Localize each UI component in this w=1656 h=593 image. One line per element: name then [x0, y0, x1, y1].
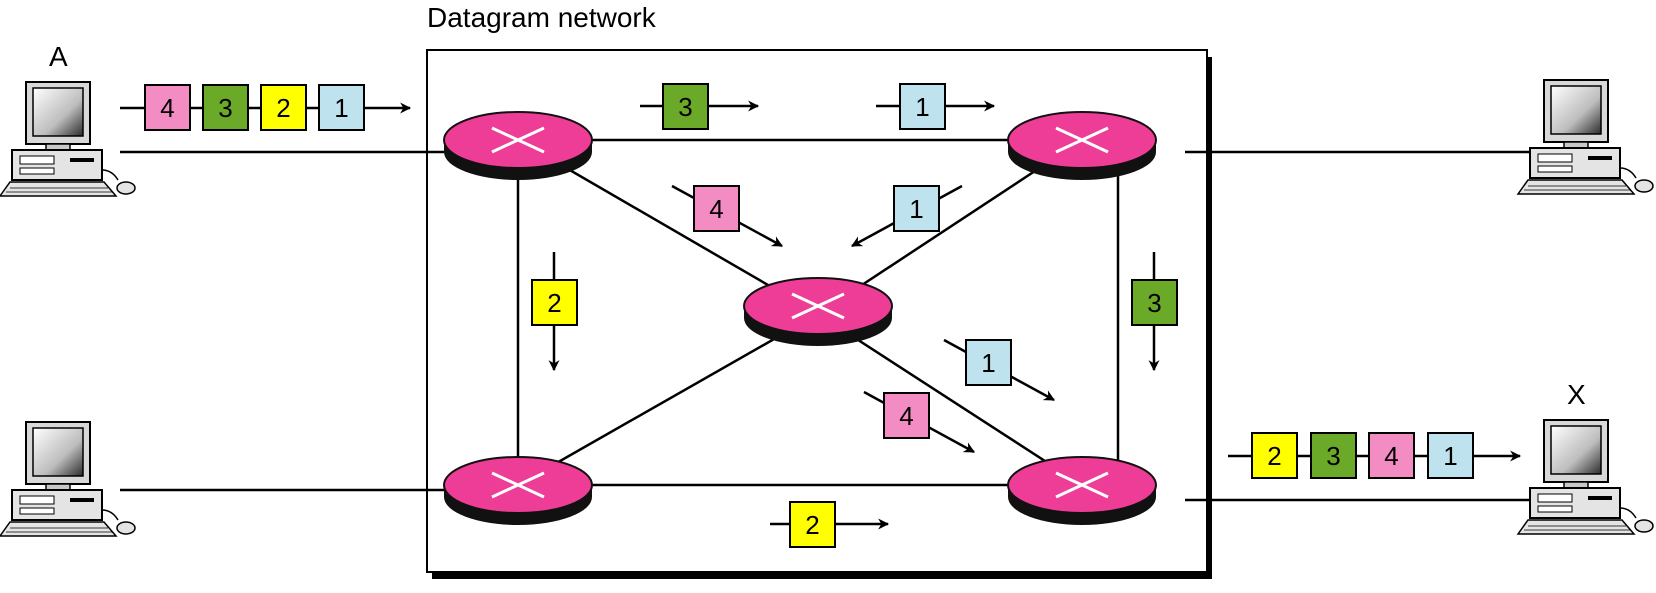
- packet: 2: [1251, 432, 1298, 479]
- packet-label: 2: [805, 510, 819, 540]
- packet-box: [789, 501, 836, 548]
- packet-box: [144, 84, 191, 131]
- packet-label: 3: [1147, 288, 1161, 318]
- station-x-label: X: [1567, 379, 1586, 410]
- packet-label: 4: [709, 194, 723, 224]
- packet-label: 1: [909, 194, 923, 224]
- transit-packet-top-3: 3: [640, 83, 760, 130]
- packet-label: 2: [1267, 441, 1281, 471]
- packet: 2: [260, 84, 307, 131]
- link-br-center: [817, 312, 1083, 487]
- computer-b-icon: [0, 421, 136, 537]
- transit-packet-diag-1-bottom: 1: [943, 338, 1055, 402]
- packet-box: [1427, 432, 1474, 479]
- source-queue: 4 3 2 1: [120, 84, 412, 131]
- packet-label: 1: [334, 93, 348, 123]
- packet-box: [318, 84, 365, 131]
- packet-label: 2: [276, 93, 290, 123]
- packet-box: [662, 83, 709, 130]
- packet-box: [202, 84, 249, 131]
- packet: 3: [202, 84, 249, 131]
- packet-box: [899, 83, 946, 130]
- packet-box: [260, 84, 307, 131]
- transit-packet-diag-1-top: 1: [851, 184, 963, 248]
- packet-label: 1: [915, 92, 929, 122]
- packet-label: 2: [547, 288, 561, 318]
- destination-queue: 2 3 4 1: [1228, 432, 1522, 479]
- transit-packet-right-3: 3: [1131, 252, 1178, 372]
- packet-label: 3: [1326, 441, 1340, 471]
- packet-box: [1251, 432, 1298, 479]
- station-a-label: A: [49, 41, 68, 72]
- packet-label: 4: [1384, 441, 1398, 471]
- packet-box: [1310, 432, 1357, 479]
- packet: 4: [1368, 432, 1415, 479]
- packet-label: 1: [1443, 441, 1457, 471]
- computer-a-icon: [0, 81, 136, 197]
- packet-label: 4: [160, 93, 174, 123]
- packet-box: [883, 392, 930, 439]
- router-bottom-left: [442, 455, 594, 527]
- transit-packet-diag-4: 4: [671, 184, 783, 248]
- transit-packet-top-1: 1: [876, 83, 996, 130]
- packet-box: [965, 339, 1012, 386]
- packet-box: [1131, 279, 1178, 326]
- transit-packet-bottom-2: 2: [770, 501, 890, 548]
- computer-c-icon: [1517, 79, 1654, 195]
- link-bl-center: [517, 312, 819, 487]
- packet-box: [1368, 432, 1415, 479]
- packet: 4: [144, 84, 191, 131]
- packet-label: 3: [218, 93, 232, 123]
- packet-label: 4: [899, 401, 913, 431]
- diagram-title: Datagram network: [427, 2, 657, 33]
- transit-packet-diag-4-bottom: 4: [863, 390, 975, 454]
- transit-packet-left-2: 2: [531, 252, 578, 372]
- packet: 1: [318, 84, 365, 131]
- router-center: [742, 276, 894, 348]
- router-top-right: [1006, 110, 1158, 182]
- packet: 3: [1310, 432, 1357, 479]
- router-bottom-right: [1006, 455, 1158, 527]
- packet-box: [531, 279, 578, 326]
- packet-label: 1: [981, 348, 995, 378]
- router-top-left: [442, 110, 594, 182]
- packet-label: 3: [678, 92, 692, 122]
- packet-box: [893, 185, 940, 232]
- packet-box: [693, 185, 740, 232]
- packet: 1: [1427, 432, 1474, 479]
- computer-x-icon: [1517, 419, 1654, 535]
